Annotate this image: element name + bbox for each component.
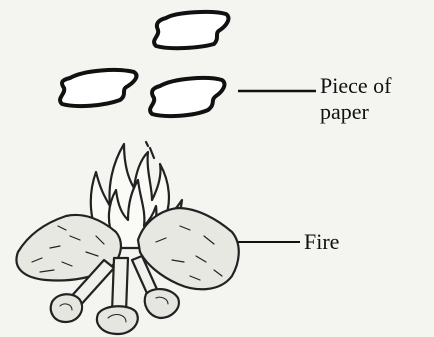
fire-label: Fire (304, 229, 339, 255)
campfire-icon (16, 142, 238, 334)
stick-end-middle (97, 306, 138, 334)
paper-piece-left (60, 70, 136, 106)
stick-middle (112, 258, 128, 312)
paper-label: Piece of paper (320, 73, 430, 125)
paper-piece-right (150, 78, 224, 116)
paper-pieces (60, 12, 228, 116)
stick-end-left (51, 294, 82, 322)
stick-end-right (145, 289, 179, 318)
paper-piece-top (154, 12, 228, 48)
log-right (138, 208, 239, 289)
